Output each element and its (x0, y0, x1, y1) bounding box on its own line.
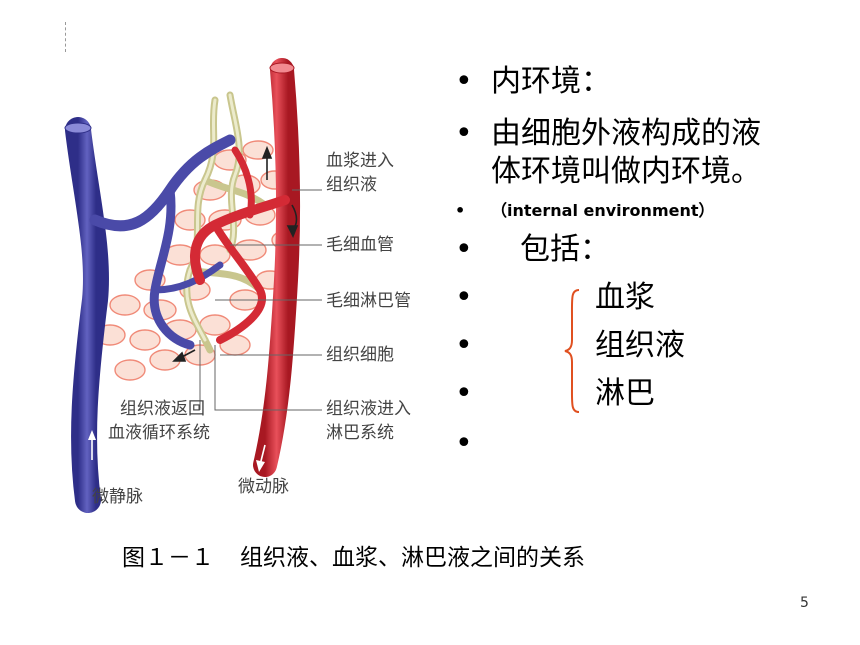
bullet-6-text: 组织液 (595, 328, 685, 363)
label-capillary: 毛细血管 (326, 235, 394, 255)
bullet-3-text: （internal environment） (491, 201, 715, 220)
flow-arrows (88, 145, 299, 472)
circulation-diagram: 血浆进入 组织液 毛细血管 毛细淋巴管 组织细胞 组织液返回 血液循环系统 组织… (64, 58, 411, 513)
label-to-lymph-1: 组织液进入 (326, 399, 411, 419)
curly-brace (564, 289, 580, 413)
bullet-4-text: 包括： (520, 232, 610, 267)
bullet-5-text: 血浆 (595, 280, 655, 315)
label-plasma-in-2: 组织液 (326, 175, 377, 195)
label-tissue-cell: 组织细胞 (326, 345, 394, 365)
page-number: 5 (800, 595, 809, 611)
label-plasma-in-1: 血浆进入 (326, 151, 394, 171)
bullet-7-text: 淋巴 (595, 376, 655, 411)
figure-caption: 图１－１ 组织液、血浆、淋巴液之间的关系 (122, 538, 611, 572)
label-return-2: 血液循环系统 (108, 423, 210, 443)
label-to-lymph-2: 淋巴系统 (326, 423, 394, 443)
label-return-1: 组织液返回 (120, 399, 205, 419)
bullet-2-text-a: 由细胞外液构成的液 (491, 116, 761, 151)
corner-mark (65, 22, 67, 52)
leader-lines (199, 189, 322, 411)
label-lymph-capillary: 毛细淋巴管 (326, 291, 411, 311)
label-venule: 微静脉 (92, 487, 143, 507)
label-arteriole: 微动脉 (238, 477, 289, 497)
figure-number: 图１－１ (122, 545, 214, 571)
figure-caption-text: 组织液、血浆、淋巴液之间的关系 (240, 545, 585, 571)
bullet-2-text-b: 体环境叫做内环境。 (491, 154, 761, 189)
venule (64, 117, 236, 513)
bullet-1-text: 内环境： (491, 64, 611, 99)
